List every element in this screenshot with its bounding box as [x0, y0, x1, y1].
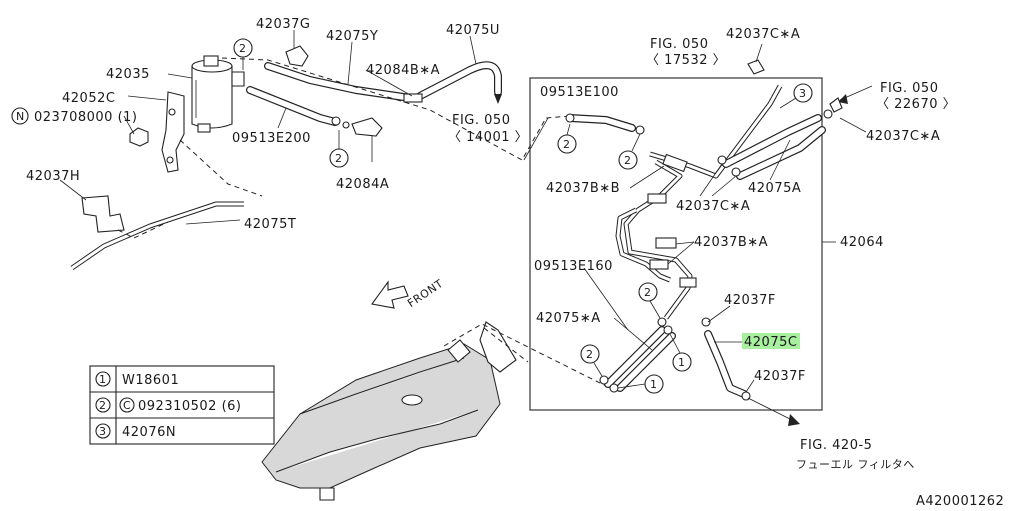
label-42064: 42064 [840, 235, 884, 250]
nut-023708000 [129, 127, 149, 147]
label-09513E100: 09513E100 [540, 85, 619, 100]
label-42075A-star: 42075∗A [536, 311, 601, 326]
label-42037F-upper: 42037F [724, 293, 776, 308]
dashed-link-14001 [221, 57, 571, 161]
label-09513E160: 09513E160 [534, 259, 613, 274]
callout-3 [793, 83, 813, 103]
front-arrow [371, 280, 409, 309]
fuel-tank-body [261, 343, 501, 489]
legend-key-3: 3 [99, 425, 107, 438]
callout-text-2c: 2 [563, 138, 571, 151]
clamp-42037H [81, 195, 125, 233]
callout-text-1b: 1 [650, 378, 658, 391]
valve-42084BA [403, 93, 423, 103]
legend-text-3: 42076N [122, 425, 176, 440]
callout-1-box-a [672, 352, 692, 372]
canister-bracket [161, 91, 185, 173]
label-42037H: 42037H [26, 169, 80, 184]
label-fig050-22670-b: 〈 22670 〉 [876, 97, 956, 112]
pipe-assembly-frame [529, 77, 823, 411]
pipe-42075t [59, 139, 263, 271]
legend-key-1: 1 [99, 373, 107, 386]
label-42037F-lower: 42037F [754, 369, 806, 384]
callout-text-2b: 2 [335, 152, 343, 165]
fuel-tank [261, 321, 607, 501]
label-42075C: 42075C [744, 335, 797, 350]
label-42075Y: 42075Y [326, 29, 378, 44]
label-fuel-filter-jp: フューエル フィルタへ [796, 458, 915, 471]
legend-key-2: 2 [99, 399, 107, 412]
valve-42084A [351, 117, 383, 137]
clamp-42037BA [655, 237, 677, 249]
clamp-42037G [285, 45, 309, 67]
canister-nozzle [197, 123, 211, 133]
callout-text-n: N [16, 110, 25, 123]
callout-2-box-c [638, 282, 658, 302]
label-42037G: 42037G [256, 17, 310, 32]
label-42037CA-mid: 42037C∗A [676, 199, 750, 214]
canister-port [231, 71, 245, 87]
label-42037CA-top: 42037C∗A [726, 27, 800, 42]
canister-assembly [11, 30, 502, 173]
legend-table [89, 365, 275, 445]
callout-text-2f: 2 [586, 348, 594, 361]
label-42075A: 42075A [748, 181, 801, 196]
clamp-42037BB-2 [647, 193, 667, 204]
legend-text-1: W18601 [122, 373, 179, 388]
label-fig050-14001-a: FIG. 050 [452, 113, 510, 128]
callout-text-2e: 2 [644, 286, 652, 299]
external-links [523, 43, 873, 426]
label-42037CA-right: 42037C∗A [866, 129, 940, 144]
label-42037BB: 42037B∗B [546, 181, 620, 196]
callout-text-1a: 1 [678, 356, 686, 369]
callout-text-3: 3 [799, 87, 807, 100]
label-023708000: 023708000 (1) [34, 110, 138, 125]
clamp-42037BB [662, 153, 688, 173]
tank-pump-module [479, 321, 517, 373]
canister-body [191, 65, 233, 129]
label-42075T: 42075T [244, 217, 296, 232]
label-42035: 42035 [106, 67, 150, 82]
legend-prefix-c: C [123, 399, 131, 412]
label-42084A: 42084A [336, 177, 389, 192]
fuel-pipe-box [529, 77, 836, 411]
label-fig050-14001-b: 〈 14001 〉 [448, 130, 528, 145]
label-42037BA: 42037B∗A [694, 235, 768, 250]
clamp-42037BA-2 [649, 259, 669, 270]
label-ref-code: A420001262 [916, 494, 1004, 509]
label-fig050-22670-a: FIG. 050 [880, 81, 938, 96]
label-fig050-17532-a: FIG. 050 [650, 37, 708, 52]
label-42084BA: 42084B∗A [366, 63, 440, 78]
label-fig050-17532-b: 〈 17532 〉 [646, 53, 726, 68]
label-42075U: 42075U [446, 23, 500, 38]
label-fig420-5: FIG. 420-5 [800, 438, 872, 453]
arrow-42075U [494, 94, 502, 104]
clamp-42037CA-top [747, 59, 765, 75]
legend-text-2: 092310502 (6) [138, 399, 242, 414]
highlight-42075C [742, 333, 800, 349]
callout-2-box-b [618, 150, 638, 170]
label-front: FRONT [405, 277, 445, 310]
callout-text-2d: 2 [624, 154, 632, 167]
callout-n [11, 107, 29, 125]
callout-text-2a: 2 [239, 42, 247, 55]
labels: 42037G 42075Y 42075U 42035 42084B∗A 4205… [16, 17, 1004, 509]
front-arrow-icon [371, 280, 409, 309]
label-09513E200: 09513E200 [232, 131, 311, 146]
arrow-fig420-5 [788, 414, 800, 426]
canister-cap [203, 55, 219, 67]
callout-2-box-d [580, 344, 600, 364]
label-42052C: 42052C [62, 91, 115, 106]
